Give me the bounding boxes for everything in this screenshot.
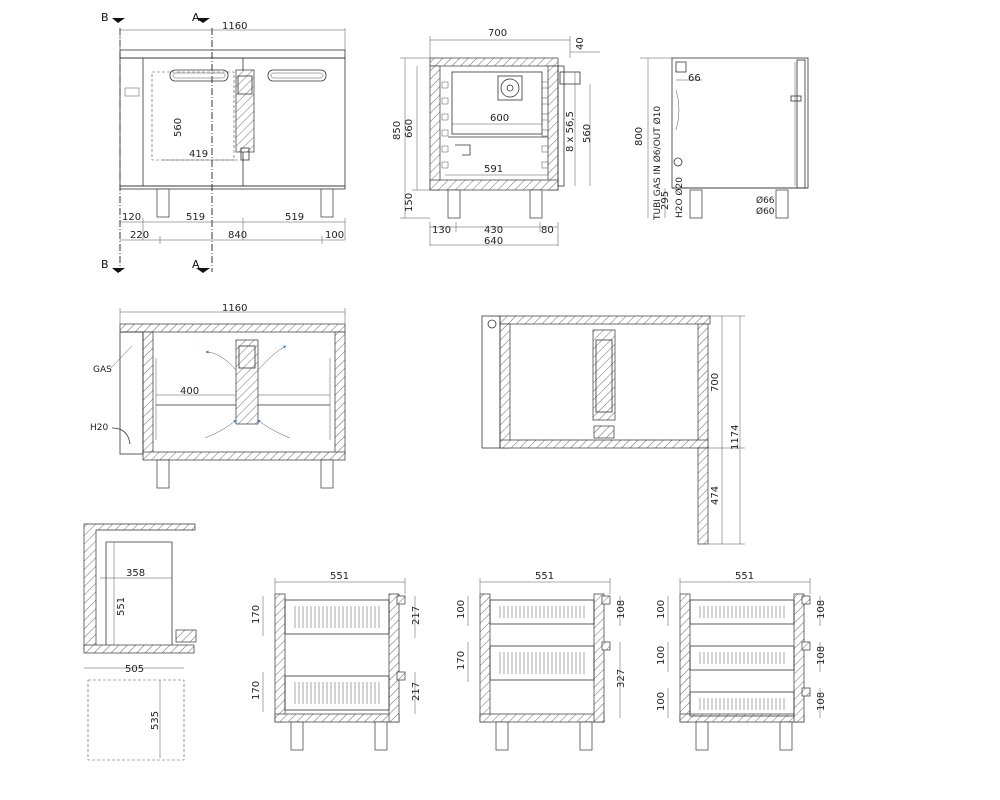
drawer: [489, 599, 595, 625]
dim-section-505: 505: [125, 664, 144, 675]
svg-text:B: B: [101, 258, 109, 271]
dim-section-551: 551: [116, 597, 127, 616]
dim-drawer-width: 551: [535, 571, 554, 582]
dim-drawer-inner: 170: [456, 651, 467, 670]
dim-front-width: 1160: [222, 21, 247, 32]
door-open-view: 700 1174 474: [481, 315, 745, 545]
drawer: [284, 599, 390, 635]
dim-side-660: 660: [404, 119, 415, 138]
dim-side-560: 560: [582, 124, 593, 143]
leg: [579, 721, 593, 751]
dim-side-700: 700: [488, 28, 507, 39]
dim-drawer-outer: 108: [816, 600, 827, 619]
label-h2o-020: H2O Ø20: [674, 177, 685, 218]
drawer: [689, 599, 795, 625]
right-side-view: 800 66 TUBI GAS IN Ø6/OUT Ø10 295 H2O Ø2…: [634, 57, 809, 221]
dim-drawer-inner: 100: [656, 600, 667, 619]
dim-section-358: 358: [126, 568, 145, 579]
leg: [374, 721, 388, 751]
dim-drawer-width: 551: [735, 571, 754, 582]
drawer: [689, 645, 795, 671]
dim-front-519a: 519: [186, 212, 205, 223]
dim-drawer-width: 551: [330, 571, 349, 582]
leg: [695, 721, 709, 751]
dim-front-840: 840: [228, 230, 247, 241]
leg: [495, 721, 509, 751]
dim-drawer-outer: 108: [616, 600, 627, 619]
dim-drawer-inner: 170: [251, 605, 262, 624]
dim-drawer-inner: 100: [456, 600, 467, 619]
dim-drawer-outer: 327: [616, 669, 627, 688]
dim-front-220: 220: [130, 230, 149, 241]
label-gas: GAS: [93, 365, 112, 375]
drawer-section-view: 358 551 505 535: [83, 523, 197, 761]
dim-section-535: 535: [150, 711, 161, 730]
dim-door-700: 700: [710, 373, 721, 392]
dim-door-474: 474: [710, 486, 721, 505]
svg-text:A: A: [192, 11, 200, 24]
airflow-section-view: 1160 400 GAS H20: [90, 303, 346, 489]
svg-text:A: A: [192, 258, 200, 271]
dim-side-850: 850: [392, 121, 403, 140]
dim-drawer-inner: 100: [656, 646, 667, 665]
dim-side-80: 80: [541, 225, 554, 236]
dim-side-40: 40: [575, 37, 586, 50]
dim-side-150: 150: [404, 193, 415, 212]
dim-side-130: 130: [432, 225, 451, 236]
drawer-view-3: 551 100 108 100 108 100 108: [656, 571, 827, 751]
svg-text:B: B: [101, 11, 109, 24]
dim-right-295: 295: [660, 191, 671, 210]
dim-drawer-inner: 100: [656, 692, 667, 711]
dim-right-o66: Ø66: [756, 195, 775, 206]
dim-plan-400: 400: [180, 386, 199, 397]
dim-front-120: 120: [122, 212, 141, 223]
dim-front-519b: 519: [285, 212, 304, 223]
section-marker-a: A A: [192, 11, 213, 273]
drawer-view-2: 551 100 108 170 327: [456, 571, 627, 751]
drawer: [284, 675, 390, 711]
dim-front-100: 100: [325, 230, 344, 241]
dim-front-419: 419: [189, 149, 208, 160]
drawer-configurations: 551 170 217 170 217 551 100 108 170 327 551 100 108 1…: [251, 571, 827, 751]
label-tubi-gas: TUBI GAS IN Ø6/OUT Ø10: [652, 106, 663, 221]
dim-side-430: 430: [484, 225, 503, 236]
drawer-view-1: 551 170 217 170 217: [251, 571, 422, 751]
front-view: B B A A 1160 560: [101, 11, 346, 273]
dim-side-pitch: 8 x 56,5: [565, 111, 576, 152]
dim-drawer-inner: 170: [251, 681, 262, 700]
dim-door-1174: 1174: [730, 425, 741, 450]
dim-right-66: 66: [688, 73, 701, 84]
dim-drawer-outer: 217: [411, 682, 422, 701]
dim-right-800: 800: [634, 127, 645, 146]
dim-drawer-outer: 108: [816, 692, 827, 711]
dim-side-640: 640: [484, 236, 503, 247]
dim-plan-1160: 1160: [222, 303, 247, 314]
drawer: [689, 691, 795, 717]
side-section-view: 700 40 600 591 8 x 56,5: [392, 28, 600, 247]
label-h20: H20: [90, 423, 108, 433]
leg: [290, 721, 304, 751]
dim-side-600: 600: [490, 113, 509, 124]
drawer: [489, 645, 595, 681]
dim-drawer-outer: 108: [816, 646, 827, 665]
dim-right-o60: Ø60: [756, 206, 775, 217]
leg: [779, 721, 793, 751]
dim-drawer-outer: 217: [411, 606, 422, 625]
dim-side-591: 591: [484, 164, 503, 175]
dim-front-560: 560: [173, 118, 184, 137]
